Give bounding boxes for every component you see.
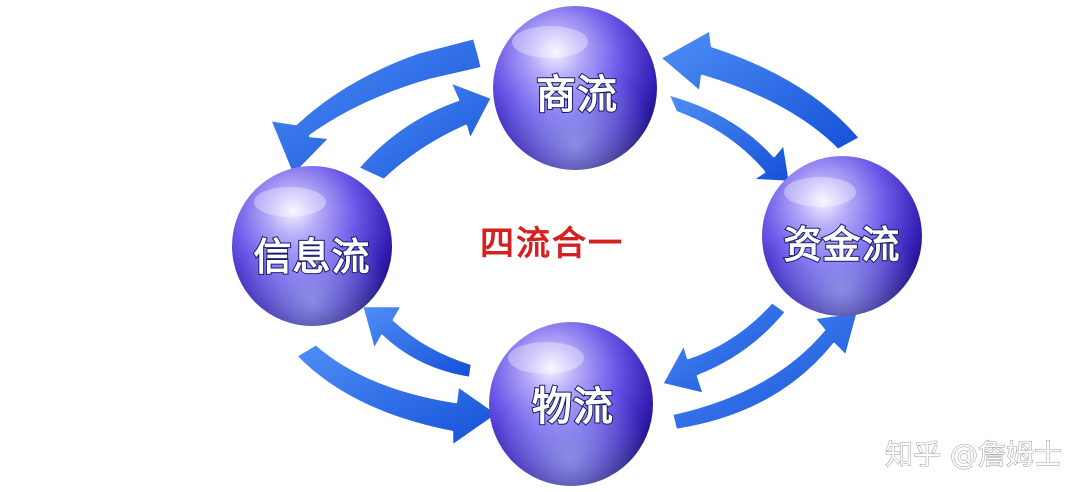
arrow-shangliu-to-zijinliu bbox=[666, 92, 792, 184]
arrow-shangliu-to-xinxiliu bbox=[268, 36, 484, 178]
node-shangliu: 商流 bbox=[493, 6, 657, 170]
node-label-shangliu: 商流 bbox=[536, 72, 618, 118]
arrow-wuliu-to-zijinliu bbox=[670, 310, 860, 432]
node-label-zijinliu: 资金流 bbox=[783, 223, 900, 267]
watermark: 知乎 @詹姆士 bbox=[885, 438, 1062, 471]
node-zijinliu: 资金流 bbox=[762, 156, 922, 316]
arrow-xinxiliu-to-shangliu bbox=[356, 80, 494, 182]
arrow-xinxiliu-to-wuliu bbox=[294, 342, 500, 448]
arrow-zijinliu-to-shangliu bbox=[658, 28, 862, 152]
node-label-xinxiliu: 信息流 bbox=[253, 235, 370, 279]
node-label-wuliu: 物流 bbox=[532, 384, 614, 430]
arrow-zijinliu-to-wuliu bbox=[660, 300, 788, 396]
center-label: 四流合一 bbox=[480, 224, 624, 264]
node-xinxiliu: 信息流 bbox=[232, 166, 392, 326]
node-wuliu: 物流 bbox=[489, 322, 653, 486]
arrow-wuliu-to-xinxiliu bbox=[360, 304, 474, 380]
